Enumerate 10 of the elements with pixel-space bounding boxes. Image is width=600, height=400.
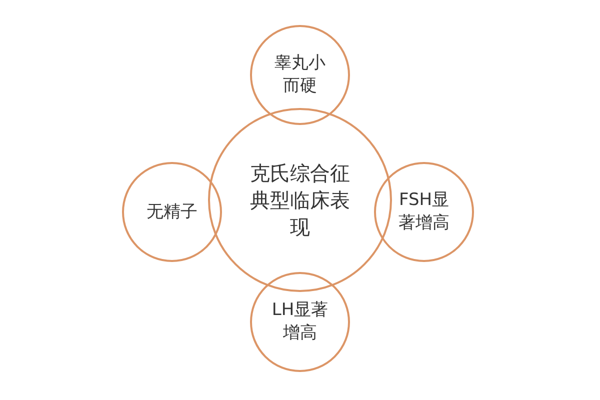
- circle-node: [208, 108, 392, 292]
- circle-node: [374, 162, 474, 262]
- circle-node: [250, 25, 350, 125]
- node-text: FSH显著增高: [398, 189, 450, 235]
- node-text: 克氏综合征典型临床表现: [249, 160, 351, 240]
- node-text: LH显著增高: [270, 299, 330, 345]
- circle-node: [122, 162, 222, 262]
- node-text: 睾丸小而硬: [274, 52, 326, 98]
- node-text: 无精子: [146, 200, 198, 224]
- circle-node: [250, 272, 350, 372]
